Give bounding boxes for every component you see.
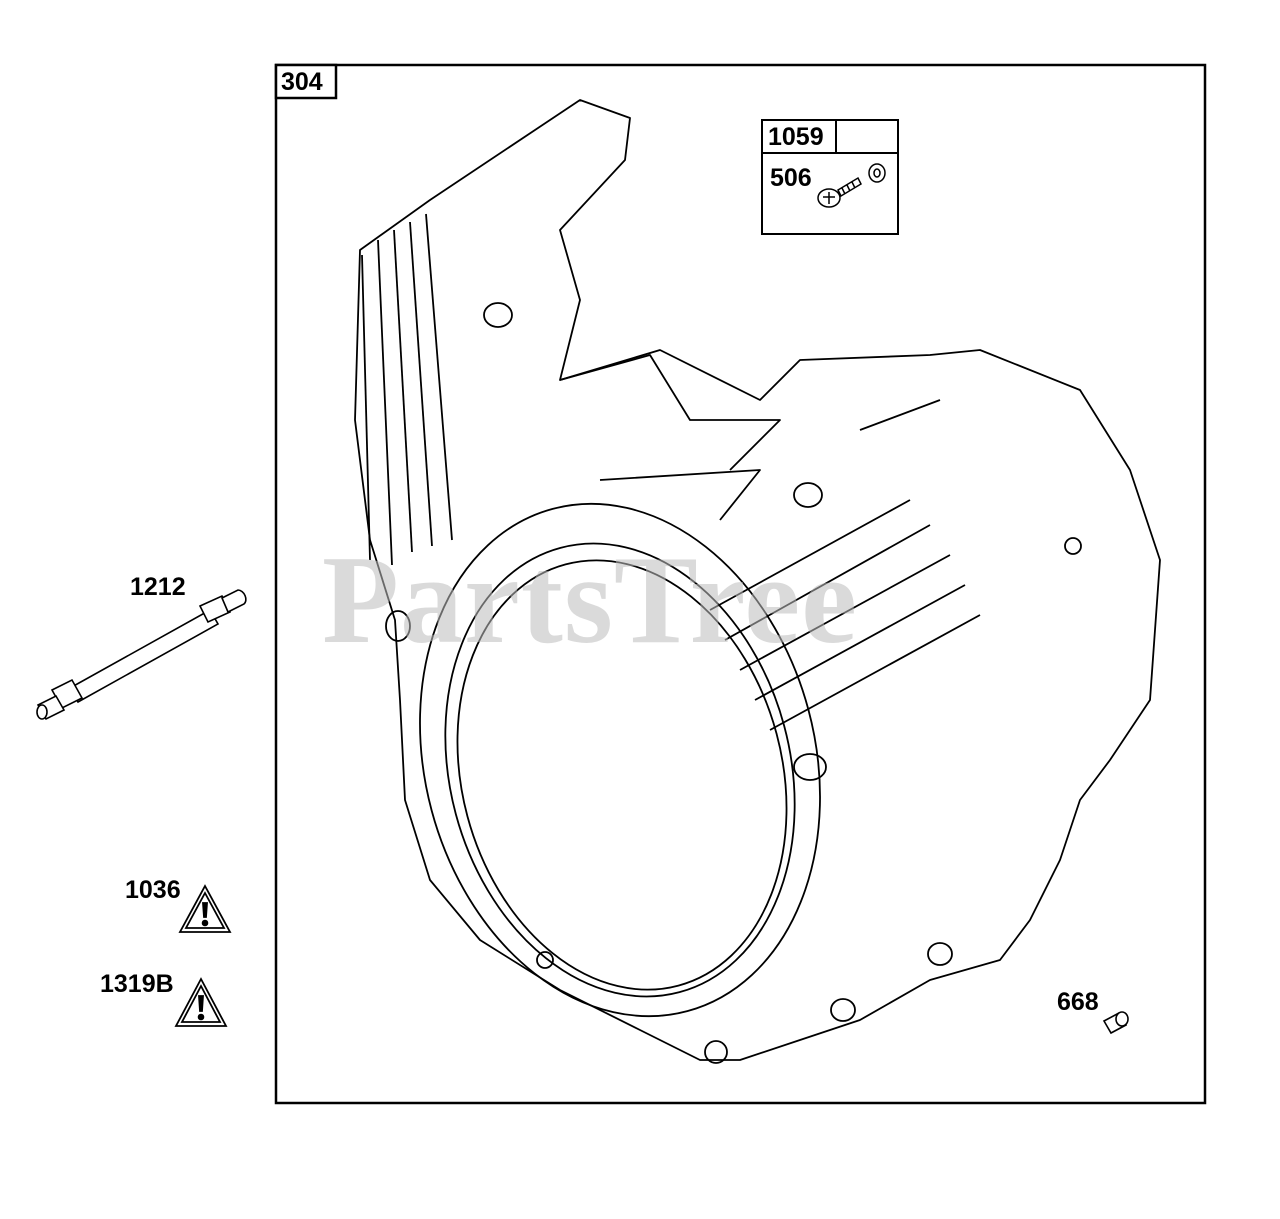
warning-icon <box>174 977 228 1027</box>
main-group-label: 304 <box>281 68 323 96</box>
part-label-506: 506 <box>770 164 812 192</box>
part-label-1319b: 1319B <box>100 970 174 998</box>
dipstick-tube-drawing <box>36 589 247 721</box>
blower-housing-drawing <box>354 99 1161 1064</box>
main-frame <box>274 63 1207 1105</box>
kit-label: 1059 <box>768 123 824 151</box>
warning-icon <box>178 884 232 933</box>
part-label-1212: 1212 <box>130 573 186 601</box>
watermark: PartsTree <box>322 531 859 670</box>
screw-506-drawing <box>817 163 886 208</box>
main-label-box <box>274 63 338 100</box>
part-label-668: 668 <box>1057 988 1099 1016</box>
part-label-1036: 1036 <box>125 876 181 904</box>
plug-drawing <box>1102 1011 1129 1035</box>
